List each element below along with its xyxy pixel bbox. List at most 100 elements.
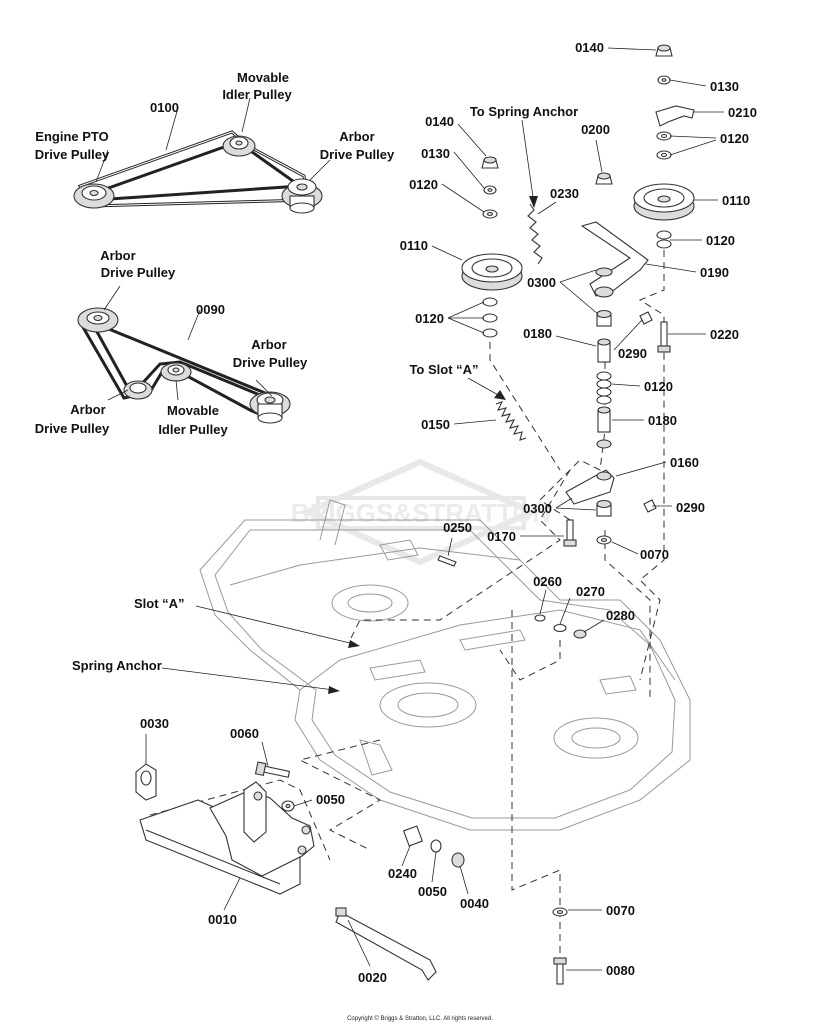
part-0120-washers-top [656,131,672,160]
part-0290-fitting-top [639,311,653,325]
label-0090: 0090 [196,302,225,317]
label-0290-top: 0290 [618,346,647,361]
part-0220-bolt [657,321,671,353]
part-0300-bushing-top [596,309,612,327]
label-0130-top: 0130 [710,79,739,94]
part-0120-washers-stack [596,371,612,405]
arbor-drive-pulley-left-bottom [123,380,153,400]
arbor-drive-pulley-left-top [77,307,119,333]
label-0150: 0150 [421,417,450,432]
label-0240: 0240 [388,866,417,881]
label-0280: 0280 [606,608,635,623]
arbor-drive-pulley-right [249,391,291,424]
part-0080-bolt [553,957,567,985]
part-0040-nut [451,852,465,868]
caption-movable-idler-mid-2: Idler Pulley [158,422,228,437]
part-0240-spacer [402,825,424,847]
captions: To Spring Anchor To Slot “A” Slot “A” Sp… [35,70,578,673]
caption-arbor-right-2: Drive Pulley [233,355,308,370]
part-0020-rod [335,907,437,981]
caption-arbor-right-1: Arbor [251,337,286,352]
belt-0100-diagram [73,130,323,214]
part-0140-nut-left [481,156,499,169]
part-0070-washer-top [596,535,612,545]
part-0280-nut [573,629,587,639]
part-0210-bracket [655,105,695,127]
label-0060: 0060 [230,726,259,741]
arbor-drive-pulley-top [281,178,323,214]
part-0060-bolt [254,761,291,778]
caption-arbor-left-2: Drive Pulley [35,421,110,436]
part-0150-spring [495,401,527,441]
arrows [161,119,538,694]
label-0040: 0040 [460,896,489,911]
label-0070-bottom: 0070 [606,903,635,918]
label-0200: 0200 [581,122,610,137]
label-0050-right: 0050 [418,884,447,899]
part-0250-screw [437,555,457,567]
label-0140-left: 0140 [425,114,454,129]
caption-movable-idler-top-1: Movable [237,70,289,85]
part-0120-washer-left-top [482,209,498,219]
label-0260: 0260 [533,574,562,589]
movable-idler-pulley-top [222,135,256,157]
label-0120-left-top: 0120 [409,177,438,192]
label-0170: 0170 [487,529,516,544]
caption-arbor-left-1: Arbor [70,402,105,417]
leader-lines [95,47,724,971]
label-0110-right: 0110 [722,193,750,208]
engine-pto-drive-pulley [73,183,115,209]
caption-engine-pto-1: Engine PTO [35,129,108,144]
label-0010: 0010 [208,912,237,927]
part-0050-washer-left [281,800,295,812]
part-0230-spring [527,203,543,265]
label-0250: 0250 [443,520,472,535]
label-0120-right-mid: 0120 [706,233,735,248]
belt-0090-diagram [77,307,291,424]
part-0120-washers-left [482,297,498,338]
copyright-notice: Copyright © Briggs & Stratton, LLC. All … [347,1015,493,1022]
part-0030-clip [135,763,157,801]
part-0010-bracket [139,781,315,895]
caption-slot-a: Slot “A” [134,596,185,611]
label-0120-top: 0120 [720,131,749,146]
label-0120-left-stack: 0120 [415,311,444,326]
part-0070-washer-bottom [552,907,568,917]
label-0160: 0160 [670,455,699,470]
part-0050-washer-right [430,839,442,853]
part-0260-bolt [534,614,546,622]
caption-movable-idler-top-2: Idler Pulley [222,87,292,102]
watermark-logo: BRIGGS&STRATTON [291,458,551,566]
part-0110-pulley-right [633,183,695,221]
label-0180-top: 0180 [523,326,552,341]
label-0180-bottom: 0180 [648,413,677,428]
caption-arbor-top-2: Drive Pulley [320,147,395,162]
part-0140-nut-top [655,44,673,57]
label-0110-left: 0110 [400,238,428,253]
label-0270: 0270 [576,584,605,599]
label-0220: 0220 [710,327,739,342]
label-0190: 0190 [700,265,729,280]
part-0200-nut [595,172,613,185]
caption-movable-idler-mid-1: Movable [167,403,219,418]
label-0130-left: 0130 [421,146,450,161]
label-0070-top: 0070 [640,547,669,562]
part-0130-washer-left [483,185,497,195]
label-0050-left: 0050 [316,792,345,807]
part-0190-idler-arm [580,221,649,298]
caption-spring-anchor: Spring Anchor [72,658,162,673]
movable-idler-pulley-mid [160,362,192,382]
label-0140-top: 0140 [575,40,604,55]
part-0270-washer [553,623,567,633]
caption-arbor-top-1: Arbor [339,129,374,144]
part-0110-pulley-left [461,253,523,291]
part-0180-spacer-top [597,338,611,363]
label-0230: 0230 [550,186,579,201]
label-0300-bottom: 0300 [523,501,552,516]
part-0160-idler-arm [565,439,615,505]
part-labels: 0140 0130 0210 0120 0110 0120 0190 0220 … [140,40,757,985]
part-0180-spacer-bottom [597,406,611,433]
caption-to-slot-a: To Slot “A” [409,362,478,377]
caption-engine-pto-2: Drive Pulley [35,147,110,162]
